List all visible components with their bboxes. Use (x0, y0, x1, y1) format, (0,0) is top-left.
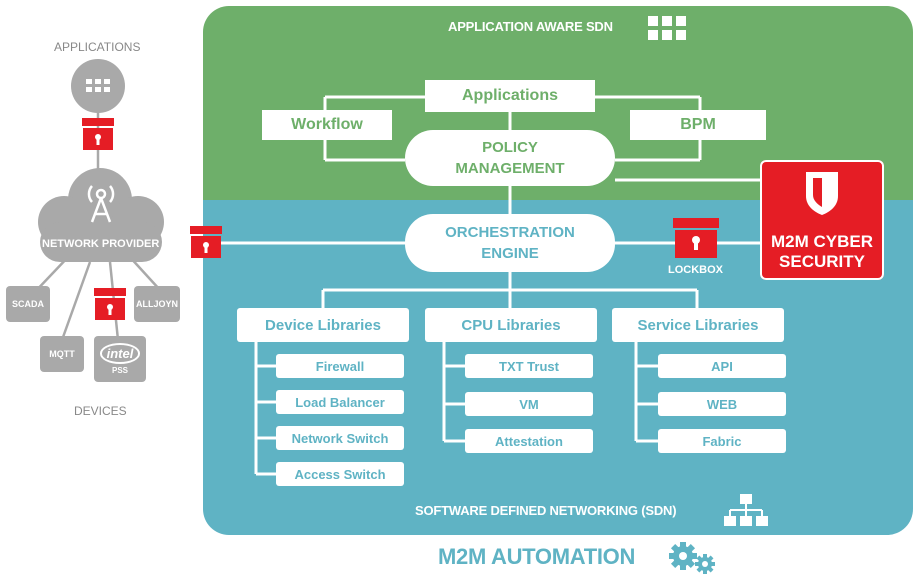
device-item-network-switch: Network Switch (276, 426, 404, 450)
orchestration-line-1: ORCHESTRATION (445, 224, 575, 241)
tower-icon (87, 185, 115, 223)
devices-lock-icon (94, 288, 126, 320)
device-item-access-switch: Access Switch (276, 462, 404, 486)
device-item-load-balancer: Load Balancer (276, 390, 404, 414)
intel-pss-device: intel PSS (94, 336, 146, 382)
network-provider-label: NETWORK PROVIDER (42, 238, 160, 250)
bpm-box: BPM (630, 110, 766, 140)
workflow-box: Workflow (262, 110, 392, 140)
service-item-fabric: Fabric (658, 429, 786, 453)
policy-management-pill: POLICY MANAGEMENT (405, 130, 615, 186)
devices-label: DEVICES (74, 404, 127, 418)
network-provider-lock-icon (190, 226, 222, 258)
m2m-automation-title: M2M AUTOMATION (438, 544, 636, 569)
service-libraries-box: Service Libraries (612, 308, 784, 342)
policy-line-2: MANAGEMENT (455, 160, 565, 177)
cpu-item-attestation: Attestation (465, 429, 593, 453)
device-item-firewall: Firewall (276, 354, 404, 378)
service-item-api: API (658, 354, 786, 378)
cpu-libraries-box: CPU Libraries (425, 308, 597, 342)
applications-lock-icon (82, 118, 114, 150)
grid-icon (648, 16, 686, 40)
security-line-2: SECURITY (779, 252, 865, 271)
applications-box: Applications (425, 80, 595, 112)
m2m-cyber-security-box: M2M CYBER SECURITY (760, 160, 884, 280)
pss-label: PSS (111, 366, 128, 375)
security-line-1: M2M CYBER (770, 232, 873, 251)
applications-grid-icon (71, 59, 125, 113)
shield-icon (806, 172, 838, 215)
mqtt-device: MQTT (40, 336, 84, 372)
cloud-icon (38, 168, 164, 262)
device-libraries-box: Device Libraries (237, 308, 409, 342)
cpu-item-vm: VM (465, 392, 593, 416)
applications-label: APPLICATIONS (54, 40, 141, 54)
lockbox-lock-icon (673, 218, 719, 258)
service-item-web: WEB (658, 392, 786, 416)
alljoyn-device: ALLJOYN (134, 286, 180, 322)
network-tree-icon (724, 494, 768, 526)
scada-device: SCADA (6, 286, 50, 322)
sdn-title: SOFTWARE DEFINED NETWORKING (SDN) (415, 503, 677, 518)
gears-icon (669, 542, 715, 574)
policy-line-1: POLICY (482, 139, 538, 156)
orchestration-line-2: ENGINE (481, 245, 539, 262)
orchestration-engine-pill: ORCHESTRATION ENGINE (405, 214, 615, 272)
intel-logo: intel (99, 343, 141, 364)
lockbox-label: LOCKBOX (668, 264, 723, 276)
cpu-item-txt-trust: TXT Trust (465, 354, 593, 378)
application-aware-sdn-title: APPLICATION AWARE SDN (448, 19, 613, 34)
